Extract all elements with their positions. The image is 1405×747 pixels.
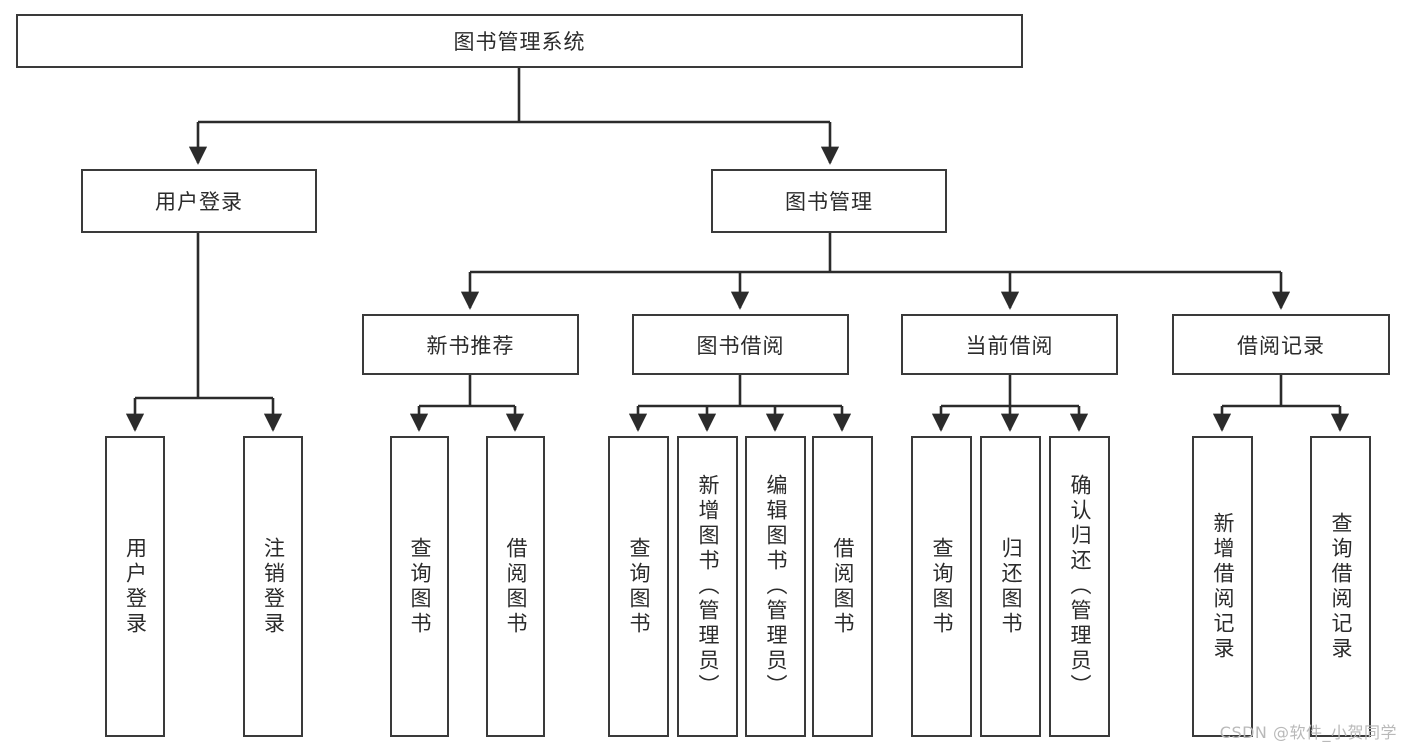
leaf-borrow-borrow-book[interactable]: 借阅图书 [812,436,873,737]
leaf-current-confirm-return-admin[interactable]: 确认归还（管理员） [1049,436,1110,737]
leaf-recommend-borrow-book[interactable]: 借阅图书 [486,436,545,737]
node-book-borrow[interactable]: 图书借阅 [632,314,849,375]
leaf-record-query-record[interactable]: 查询借阅记录 [1310,436,1371,737]
leaf-borrow-edit-book-admin[interactable]: 编辑图书（管理员） [745,436,806,737]
leaf-borrow-add-book-admin[interactable]: 新增图书（管理员） [677,436,738,737]
leaf-user-logout[interactable]: 注销登录 [243,436,303,737]
leaf-current-return-book[interactable]: 归还图书 [980,436,1041,737]
leaf-record-add-record[interactable]: 新增借阅记录 [1192,436,1253,737]
watermark: CSDN @软件_小贺同学 [1219,723,1397,742]
leaf-user-login[interactable]: 用户登录 [105,436,165,737]
leaf-borrow-query-book[interactable]: 查询图书 [608,436,669,737]
node-new-book-recommend[interactable]: 新书推荐 [362,314,579,375]
node-user-login[interactable]: 用户登录 [81,169,317,233]
node-borrow-record[interactable]: 借阅记录 [1172,314,1390,375]
leaf-recommend-query-book[interactable]: 查询图书 [390,436,449,737]
node-root[interactable]: 图书管理系统 [16,14,1023,68]
leaf-current-query-book[interactable]: 查询图书 [911,436,972,737]
node-current-borrow[interactable]: 当前借阅 [901,314,1118,375]
node-book-manage[interactable]: 图书管理 [711,169,947,233]
